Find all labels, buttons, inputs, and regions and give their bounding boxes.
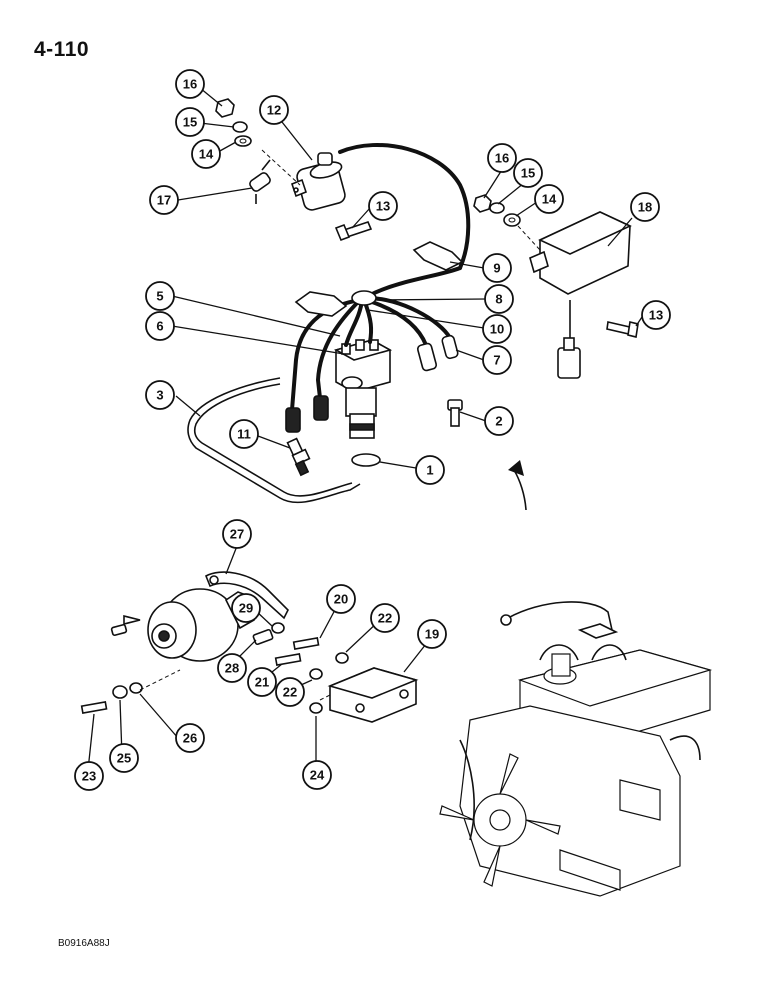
svg-text:15: 15 bbox=[183, 115, 197, 130]
svg-text:19: 19 bbox=[425, 627, 439, 642]
svg-text:26: 26 bbox=[183, 731, 197, 746]
callout-3: 3 bbox=[145, 380, 175, 410]
callout-1: 1 bbox=[415, 455, 445, 485]
svg-text:24: 24 bbox=[310, 768, 325, 783]
svg-text:7: 7 bbox=[493, 353, 500, 368]
wire-clips bbox=[294, 241, 464, 317]
regulator-hardware bbox=[473, 194, 521, 227]
page-number: 4-110 bbox=[34, 38, 90, 61]
svg-text:15: 15 bbox=[521, 166, 535, 181]
callout-7: 7 bbox=[482, 345, 512, 375]
figure-code: B0916A88J bbox=[58, 938, 110, 949]
spark-plug-11 bbox=[286, 437, 311, 477]
bolt-13-top bbox=[334, 221, 373, 242]
svg-text:2: 2 bbox=[495, 414, 502, 429]
callout-13-top: 13 bbox=[368, 191, 398, 221]
svg-text:22: 22 bbox=[283, 685, 297, 700]
callout-16-left: 16 bbox=[175, 69, 205, 99]
svg-text:27: 27 bbox=[230, 527, 244, 542]
svg-text:6: 6 bbox=[156, 319, 163, 334]
svg-text:23: 23 bbox=[82, 769, 96, 784]
callout-13-right: 13 bbox=[641, 300, 671, 330]
svg-text:5: 5 bbox=[156, 289, 163, 304]
callout-17: 17 bbox=[149, 185, 179, 215]
callout-26: 26 bbox=[175, 723, 205, 753]
callout-28: 28 bbox=[217, 653, 247, 683]
svg-text:28: 28 bbox=[225, 661, 239, 676]
bolt-13-right bbox=[606, 321, 639, 338]
callout-6: 6 bbox=[145, 311, 175, 341]
callout-15-left: 15 bbox=[175, 107, 205, 137]
callout-27: 27 bbox=[222, 519, 252, 549]
callout-2: 2 bbox=[484, 406, 514, 436]
svg-text:16: 16 bbox=[183, 77, 197, 92]
spark-plug-boots bbox=[285, 334, 459, 433]
callout-14-left: 14 bbox=[191, 139, 221, 169]
svg-text:29: 29 bbox=[239, 601, 253, 616]
callout-19: 19 bbox=[417, 619, 447, 649]
svg-text:20: 20 bbox=[334, 592, 348, 607]
svg-text:10: 10 bbox=[490, 322, 504, 337]
callout-29: 29 bbox=[231, 593, 261, 623]
callout-25: 25 bbox=[109, 743, 139, 773]
callout-9: 9 bbox=[482, 253, 512, 283]
o-ring bbox=[351, 453, 381, 467]
callout-12: 12 bbox=[259, 95, 289, 125]
callout-labels: 1 2 3 5 6 7 8 9 10 11 12 13 13 14 14 15 … bbox=[74, 69, 671, 791]
alternator bbox=[110, 588, 255, 662]
svg-text:8: 8 bbox=[495, 292, 502, 307]
callout-18: 18 bbox=[630, 192, 660, 222]
callout-11: 11 bbox=[229, 419, 259, 449]
callout-24: 24 bbox=[302, 760, 332, 790]
vacuum-tube bbox=[187, 377, 361, 504]
svg-text:11: 11 bbox=[237, 427, 251, 442]
resistor-connector bbox=[249, 159, 271, 204]
adjusting-strap bbox=[204, 571, 289, 620]
distributor-bolt bbox=[447, 399, 463, 427]
alternator-fasteners bbox=[80, 622, 349, 714]
svg-text:14: 14 bbox=[542, 192, 557, 207]
distributor bbox=[333, 339, 393, 439]
svg-text:16: 16 bbox=[495, 151, 509, 166]
callout-14-right: 14 bbox=[534, 184, 564, 214]
callout-20: 20 bbox=[326, 584, 356, 614]
ignition-coil-assembly bbox=[291, 152, 346, 211]
engine-illustration bbox=[439, 601, 713, 897]
svg-text:3: 3 bbox=[156, 388, 163, 403]
svg-text:14: 14 bbox=[199, 147, 214, 162]
svg-text:13: 13 bbox=[376, 199, 390, 214]
svg-text:22: 22 bbox=[378, 611, 392, 626]
callout-8: 8 bbox=[484, 284, 514, 314]
callout-21: 21 bbox=[247, 667, 277, 697]
alternator-bracket bbox=[327, 667, 419, 723]
svg-text:18: 18 bbox=[638, 200, 652, 215]
pointer-arrow bbox=[508, 460, 524, 476]
svg-text:21: 21 bbox=[255, 675, 269, 690]
callout-23: 23 bbox=[74, 761, 104, 791]
callout-16-right: 16 bbox=[487, 143, 517, 173]
callout-5: 5 bbox=[145, 281, 175, 311]
svg-text:25: 25 bbox=[117, 751, 131, 766]
svg-text:9: 9 bbox=[493, 261, 500, 276]
callout-15-right: 15 bbox=[513, 158, 543, 188]
svg-text:1: 1 bbox=[426, 463, 433, 478]
callout-22-lower: 22 bbox=[275, 677, 305, 707]
voltage-regulator bbox=[529, 211, 632, 379]
svg-text:17: 17 bbox=[157, 193, 171, 208]
svg-text:13: 13 bbox=[649, 308, 663, 323]
svg-text:12: 12 bbox=[267, 103, 281, 118]
callout-22-upper: 22 bbox=[370, 603, 400, 633]
callout-10: 10 bbox=[482, 314, 512, 344]
